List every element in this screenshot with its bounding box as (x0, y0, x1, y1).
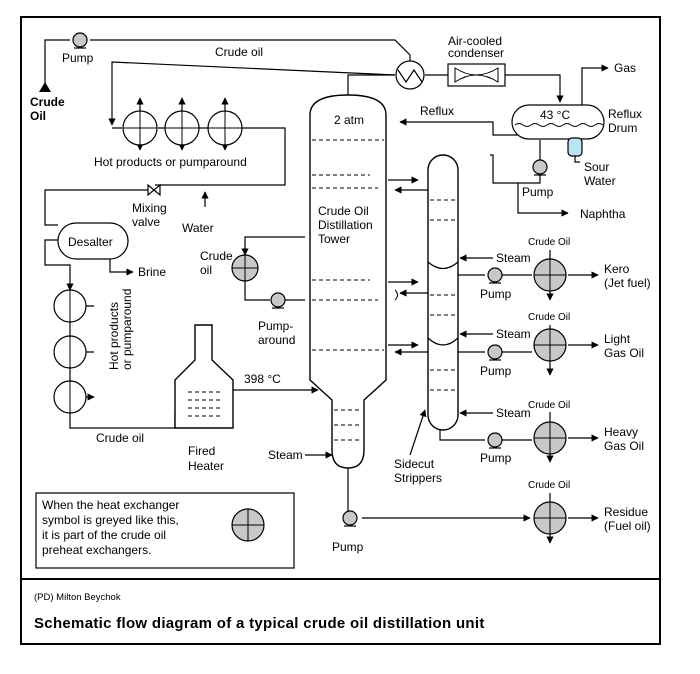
left-hx-out (69, 412, 176, 429)
label-hot-products-side: Hot productsor pumparound (107, 289, 134, 370)
hot-product-exchanger-2 (164, 110, 200, 146)
crude-feed-line (44, 39, 70, 85)
label-reflux: Reflux (420, 104, 454, 118)
top-hx-chain (112, 127, 286, 186)
hgo-exchanger (533, 421, 567, 455)
crude-feed-arrow (39, 82, 51, 92)
label-reflux-drum-temp: 43 °C (540, 108, 570, 122)
label-crude-oil-top: Crude oil (215, 45, 263, 59)
left-exchanger-1 (53, 289, 87, 323)
legend-exchanger (231, 508, 265, 542)
gas-line (581, 64, 609, 110)
sour-water-line (574, 155, 580, 163)
air-cooled-condenser (447, 63, 506, 87)
pump-hgo (487, 432, 503, 449)
label-tower-pressure: 2 atm (334, 113, 364, 127)
mixing-valve (147, 183, 161, 197)
reflux-pump-return (490, 154, 518, 184)
reflux-drum (511, 104, 605, 157)
desalter-out (44, 239, 74, 291)
overhead-exchanger (395, 60, 425, 90)
label-naphtha: Naphtha (580, 207, 626, 221)
caption-text: Schematic flow diagram of a typical crud… (34, 615, 485, 632)
left-exchanger-3 (53, 380, 87, 414)
left-exchanger-2 (53, 335, 87, 369)
distillation-tower (309, 94, 398, 469)
pump-kero (487, 267, 503, 284)
label-steam-1: Steam (496, 251, 531, 265)
sidecut-strippers (427, 154, 459, 431)
pump-reflux (532, 159, 548, 176)
label-pump-residue: Pump (332, 540, 364, 554)
residue-exchanger (533, 501, 567, 535)
label-pump-kero: Pump (480, 287, 512, 301)
label-brine: Brine (138, 265, 166, 279)
hgo-draw (439, 428, 485, 441)
pumparound-out (244, 280, 270, 301)
label-pump-around: Pump-around (258, 319, 295, 347)
label-crude-oil-x1: Crude Oil (528, 237, 570, 248)
pumparound-exchanger (231, 254, 259, 282)
label-residue: Residue(Fuel oil) (604, 505, 651, 533)
kero-exchanger (533, 258, 567, 292)
pump-residue (342, 510, 358, 527)
crude-return-line (108, 61, 396, 126)
overhead-vapor-line (347, 74, 395, 95)
sidecut-pointer (409, 409, 427, 456)
mixing-line (44, 189, 148, 226)
label-crude-oil-x3: Crude Oil (528, 400, 570, 411)
label-steam-bottom: Steam (268, 448, 303, 462)
pumparound-in (241, 236, 305, 256)
condenser-to-drum (505, 74, 564, 103)
label-pump-lgo: Pump (480, 364, 512, 378)
label-pump-reflux: Pump (522, 185, 554, 199)
reflux-line (399, 118, 531, 136)
desalter-vessel (57, 222, 129, 260)
label-heater-temp: 398 °C (244, 372, 281, 386)
label-gas: Gas (614, 61, 636, 75)
pump-lgo (487, 344, 503, 361)
label-hot-products-top: Hot products or pumparound (94, 155, 247, 169)
hot-product-exchanger-3 (207, 110, 243, 146)
brine-line (109, 259, 134, 276)
label-desalter: Desalter (68, 235, 113, 249)
credit-text: (PD) Milton Beychok (34, 592, 121, 603)
pump-pumparound (270, 292, 286, 309)
label-water: Water (182, 221, 214, 235)
label-crude-oil-bottom: Crude oil (96, 431, 144, 445)
label-pump-top: Pump (62, 51, 94, 65)
hot-product-exchanger-1 (122, 110, 158, 146)
label-steam-3: Steam (496, 406, 531, 420)
label-crude-oil-x4: Crude Oil (528, 480, 570, 491)
lgo-exchanger (533, 328, 567, 362)
fired-heater (174, 324, 234, 429)
label-pump-hgo: Pump (480, 451, 512, 465)
label-crude-oil-x2: Crude Oil (528, 312, 570, 323)
pump-top (72, 32, 88, 49)
label-steam-2: Steam (496, 327, 531, 341)
outer-frame (20, 16, 661, 645)
label-kero: Kero(Jet fuel) (604, 262, 651, 290)
